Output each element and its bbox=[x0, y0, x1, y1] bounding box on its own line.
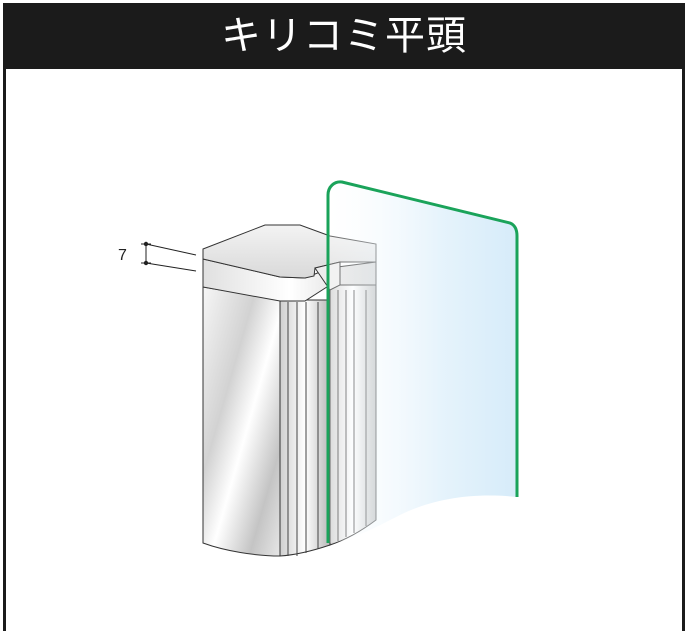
dimension-annotation: 7 bbox=[118, 241, 197, 272]
diagram-panel bbox=[3, 69, 685, 631]
dimension-label: 7 bbox=[118, 247, 127, 264]
glass-panel bbox=[328, 181, 517, 543]
title-bar: キリコミ平頭 bbox=[3, 3, 685, 69]
post-front-face bbox=[202, 286, 281, 557]
page-title: キリコミ平頭 bbox=[221, 13, 467, 59]
glass-edge bbox=[326, 180, 519, 543]
